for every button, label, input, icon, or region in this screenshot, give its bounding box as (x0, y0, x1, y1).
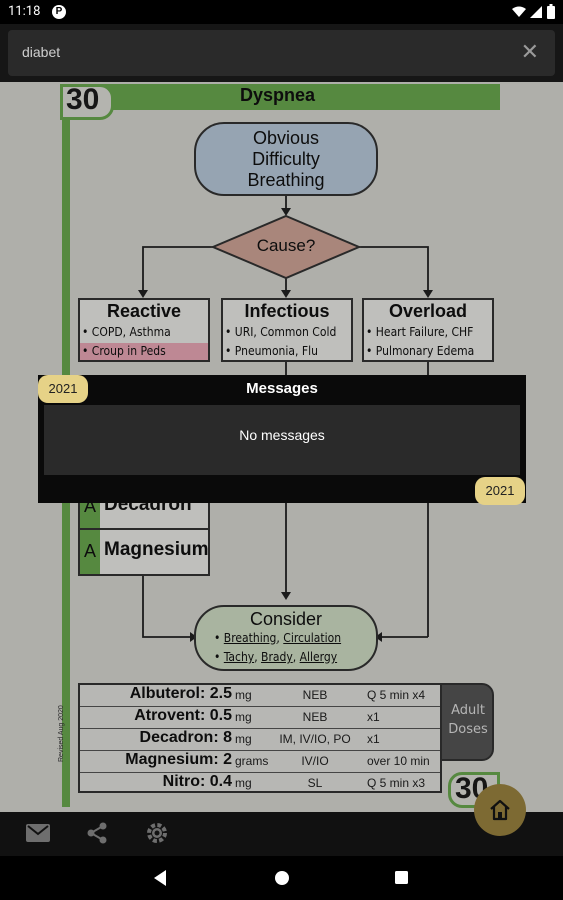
dose-row: Decadron: 8 mg IM, IV/IO, PO x1 (80, 729, 440, 750)
row-divider (80, 750, 440, 751)
empty-messages-text: No messages (239, 427, 325, 443)
notification-badge-icon: P (52, 5, 66, 19)
back-icon[interactable] (152, 869, 168, 887)
page-header (64, 84, 500, 110)
dose-frequency: x1 (367, 732, 380, 746)
treatment-divider (80, 528, 208, 530)
start-node-line-3: Breathing (247, 170, 325, 190)
consider-title: Consider (249, 609, 323, 629)
branch-reactive-item-2: • Croup in Peds (82, 344, 166, 358)
dose-drug: Atrovent: 0.5 (134, 707, 232, 724)
dose-unit: mg (235, 710, 252, 724)
home-button[interactable] (474, 784, 526, 836)
status-bar: 11:18 P (0, 0, 563, 24)
dose-drug: Decadron: 8 (139, 729, 232, 746)
dose-route: IM, IV/IO, PO (279, 732, 351, 746)
messages-list: No messages (44, 405, 520, 475)
mail-icon[interactable] (26, 824, 50, 842)
row-divider (80, 728, 440, 729)
branch-overload-title: Overload (388, 301, 468, 321)
page-title: Dyspnea (240, 85, 316, 105)
messages-dialog: Messages No messages (38, 375, 526, 503)
dose-row: Nitro: 0.4 mg SL Q 5 min x3 (80, 773, 440, 794)
consider-line-1: • Breathing, Circulation (214, 631, 342, 645)
search-input[interactable]: diabet ✕ (8, 30, 555, 76)
dose-row: Albuterol: 2.5 mg NEB Q 5 min x4 (80, 685, 440, 706)
dose-row: Atrovent: 0.5 mg NEB x1 (80, 707, 440, 728)
dose-unit: mg (235, 732, 252, 746)
year-tag-left[interactable]: 2021 (38, 375, 88, 403)
dose-row: Magnesium: 2 grams IV/IO over 10 min (80, 751, 440, 772)
dose-unit: grams (235, 754, 269, 768)
consider-node (194, 605, 378, 671)
dose-unit: mg (235, 688, 252, 702)
branch-reactive-title: Reactive (106, 301, 182, 321)
search-bar: diabet ✕ (0, 24, 563, 82)
row-divider (80, 706, 440, 707)
messages-title: Messages (246, 380, 318, 397)
settings-icon[interactable] (146, 822, 168, 844)
search-value[interactable]: diabet (22, 44, 61, 60)
year-tag-right[interactable]: 2021 (475, 477, 525, 505)
bottom-app-bar (0, 812, 563, 856)
dose-route: NEB (302, 710, 328, 724)
doses-table (78, 683, 442, 793)
dose-unit: mg (235, 776, 252, 790)
start-node-line-1: Obvious (252, 128, 320, 148)
dose-drug: Albuterol: 2.5 (129, 685, 232, 702)
treatment-name-2: Magnesium (104, 539, 209, 560)
dose-drug: Nitro: 0.4 (162, 773, 232, 790)
home-nav-icon[interactable] (274, 870, 290, 886)
close-icon[interactable]: ✕ (520, 39, 539, 64)
decision-label: Cause? (256, 236, 316, 255)
wifi-icon (512, 6, 526, 17)
consider-line-2: • Tachy, Brady, Allergy (214, 650, 338, 664)
adult-doses-line-2: Doses (448, 722, 488, 737)
branch-overload-item-2: • Pulmonary Edema (366, 344, 475, 358)
status-time: 11:18 (8, 4, 41, 19)
signal-icon (530, 6, 542, 18)
branch-infectious-item-1: • URI, Common Cold (225, 325, 337, 339)
flow-connectors (138, 194, 433, 642)
dose-route: IV/IO (301, 754, 329, 768)
branch-overload (362, 298, 494, 362)
system-nav-bar (0, 856, 563, 900)
branch-infectious-title: Infectious (244, 301, 330, 321)
branch-infectious (221, 298, 353, 362)
recents-icon[interactable] (394, 870, 409, 885)
dose-frequency: x1 (367, 710, 380, 724)
row-divider (80, 772, 440, 773)
battery-icon (547, 4, 555, 19)
share-icon[interactable] (86, 822, 108, 844)
dose-route: SL (307, 776, 323, 790)
dose-frequency: Q 5 min x4 (367, 688, 426, 702)
adult-doses-line-1: Adult (451, 703, 485, 718)
page-number: 30 (66, 83, 100, 116)
dose-drug: Magnesium: 2 (125, 751, 232, 768)
treatment-tag-2: A (83, 541, 96, 561)
dose-frequency: Q 5 min x3 (367, 776, 426, 790)
branch-overload-item-1: • Heart Failure, CHF (366, 325, 474, 339)
branch-reactive-item-1: • COPD, Asthma (82, 325, 171, 339)
start-node-line-2: Difficulty (252, 149, 320, 169)
branch-infectious-item-2: • Pneumonia, Flu (225, 344, 318, 358)
home-icon (490, 799, 510, 821)
dose-route: NEB (302, 688, 328, 702)
dose-frequency: over 10 min (367, 754, 430, 768)
start-node (194, 122, 378, 196)
page-number-badge (60, 84, 114, 120)
branch-reactive-highlight (80, 343, 208, 360)
